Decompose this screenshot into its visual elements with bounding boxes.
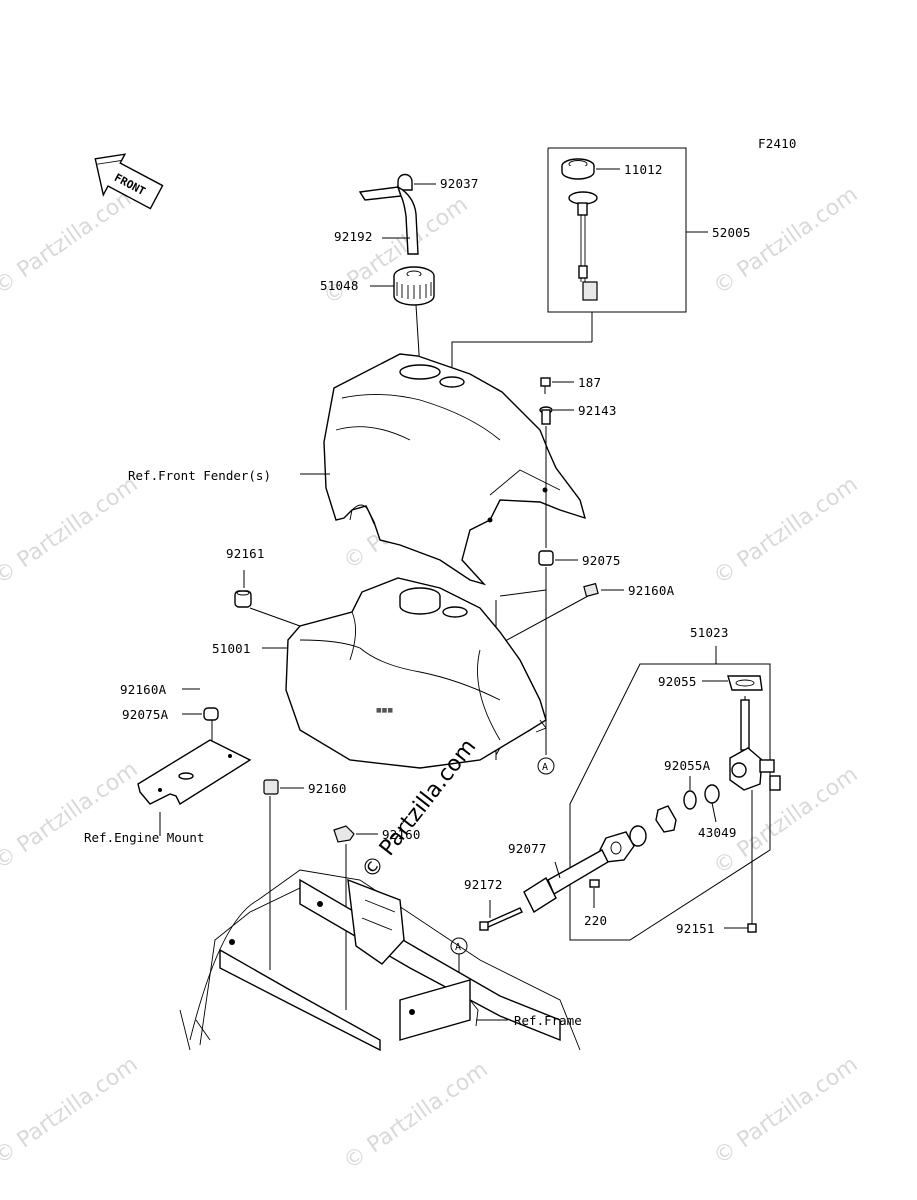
label-92143: 92143 xyxy=(578,403,617,418)
label-92075A: 92075A xyxy=(122,707,169,722)
watermark: © Partzilla.com xyxy=(0,757,143,875)
watermark: © Partzilla.com xyxy=(0,472,143,590)
label-92055: 92055 xyxy=(658,674,697,689)
callout-a-top-label: A xyxy=(542,762,548,773)
label-51048: 51048 xyxy=(320,278,359,293)
label-52005: 52005 xyxy=(712,225,751,240)
fuel-cap-group xyxy=(358,173,436,371)
watermark: © Partzilla.com xyxy=(0,1052,143,1170)
part-labels: 92037 92192 51048 11012 52005 187 92143 … xyxy=(120,162,751,936)
label-51001: 51001 xyxy=(212,641,251,656)
label-92192: 92192 xyxy=(334,229,373,244)
label-92161: 92161 xyxy=(226,546,265,561)
label-92160: 92160 xyxy=(308,781,347,796)
label-92037: 92037 xyxy=(440,176,479,191)
watermark: © Partzilla.com xyxy=(709,1052,862,1170)
svg-text:■■■: ■■■ xyxy=(376,707,393,714)
fuel-gauge-group xyxy=(451,147,708,378)
label-92160A-right: 92160A xyxy=(628,583,675,598)
front-fender-outline xyxy=(300,353,587,586)
label-92151: 92151 xyxy=(676,921,715,936)
callout-a-bottom-label: A xyxy=(455,942,461,953)
ref-frame: Ref.Frame xyxy=(514,1013,582,1028)
label-92160A-left: 92160A xyxy=(120,682,167,697)
label-92075: 92075 xyxy=(582,553,621,568)
frame-outline xyxy=(179,869,581,1052)
label-11012: 11012 xyxy=(624,162,663,177)
label-92077: 92077 xyxy=(508,841,547,856)
watermark: © Partzilla.com xyxy=(709,472,862,590)
callout-a-top: A xyxy=(537,757,555,775)
label-92172: 92172 xyxy=(464,877,503,892)
ref-engine-mount: Ref.Engine Mount xyxy=(84,830,204,845)
label-43049: 43049 xyxy=(698,825,737,840)
label-187: 187 xyxy=(578,375,601,390)
label-92160-b: 92160 xyxy=(382,827,421,842)
ref-front-fender: Ref.Front Fender(s) xyxy=(128,468,271,483)
label-220: 220 xyxy=(584,913,607,928)
watermark: © Partzilla.com xyxy=(0,182,143,300)
watermark: © Partzilla.com xyxy=(339,1057,492,1175)
figure-code: F2410 xyxy=(758,136,797,151)
label-51023: 51023 xyxy=(690,625,729,640)
label-92055A: 92055A xyxy=(664,758,711,773)
watermark: © Partzilla.com xyxy=(709,182,862,300)
engine-mount-group xyxy=(137,688,252,836)
fuel-valve-group xyxy=(479,646,781,941)
reference-labels: Ref.Front Fender(s) Ref.Engine Mount Ref… xyxy=(84,468,582,1028)
fuel-tank: ■■■ xyxy=(234,570,547,769)
